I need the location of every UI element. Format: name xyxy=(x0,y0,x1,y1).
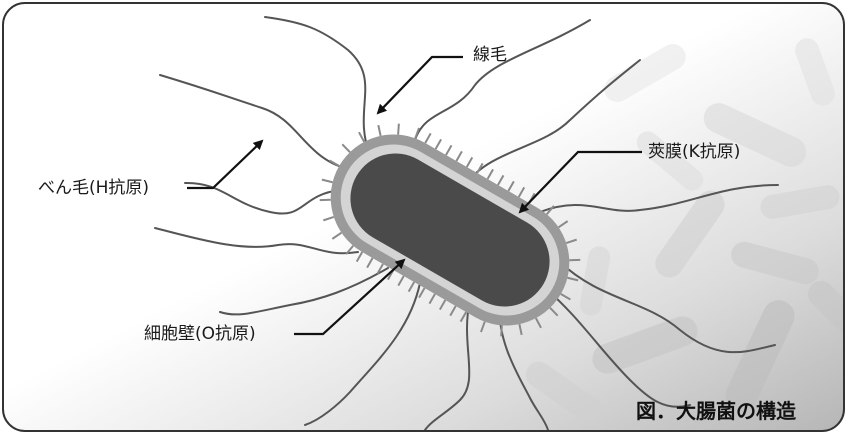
pili-label: 線毛 xyxy=(473,45,507,65)
figure-caption: 図．大腸菌の構造 xyxy=(636,395,796,424)
capsule-label: 莢膜(K抗原) xyxy=(648,142,740,162)
cell-wall-label: 細胞壁(O抗原) xyxy=(144,324,256,344)
flagella-label: べん毛(H抗原) xyxy=(38,178,149,198)
